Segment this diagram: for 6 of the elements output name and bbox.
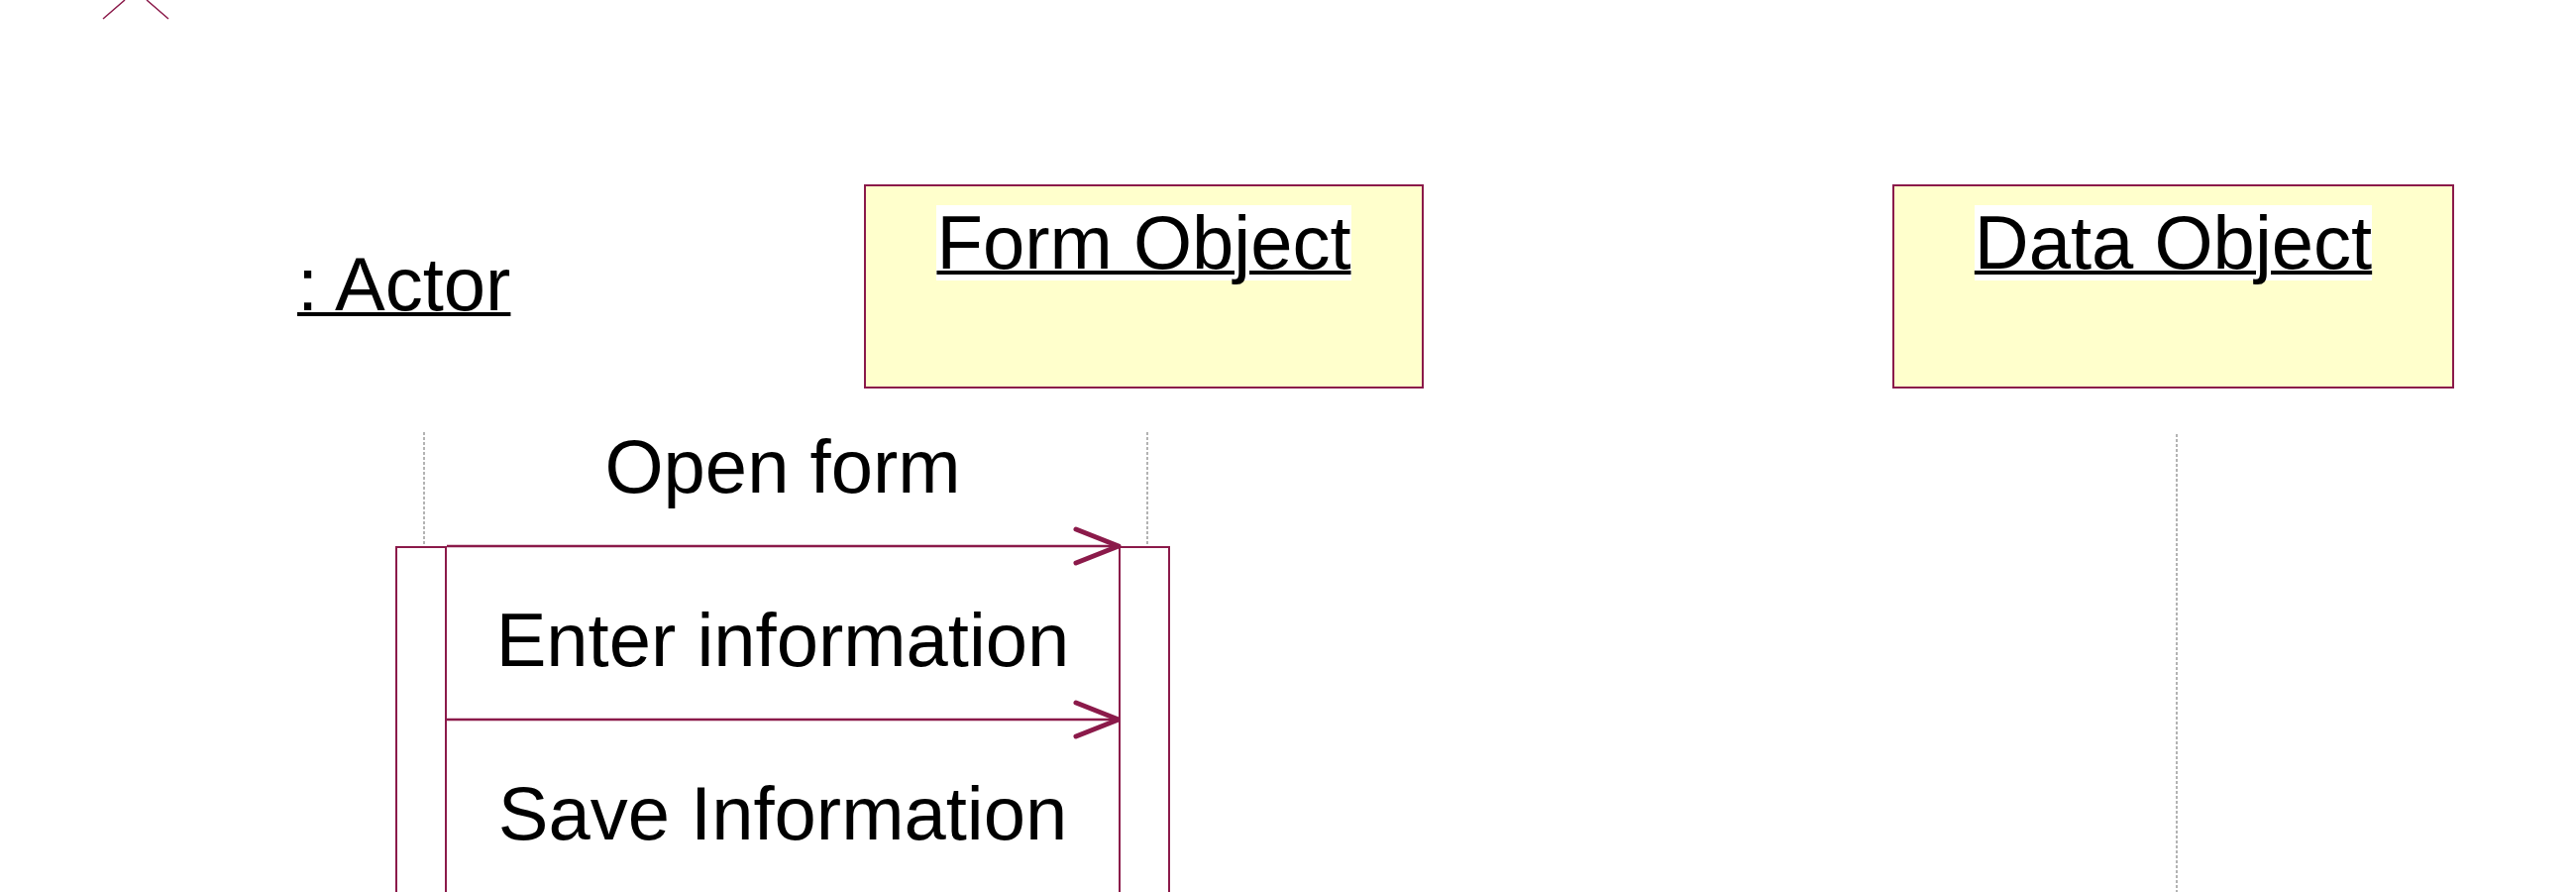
object-box (1892, 184, 2454, 389)
object-box (864, 184, 1424, 389)
activation-bar (395, 546, 447, 892)
activation-bar (1119, 546, 1170, 892)
actor-name: : Actor (297, 247, 511, 322)
message-arrow (447, 526, 1122, 566)
